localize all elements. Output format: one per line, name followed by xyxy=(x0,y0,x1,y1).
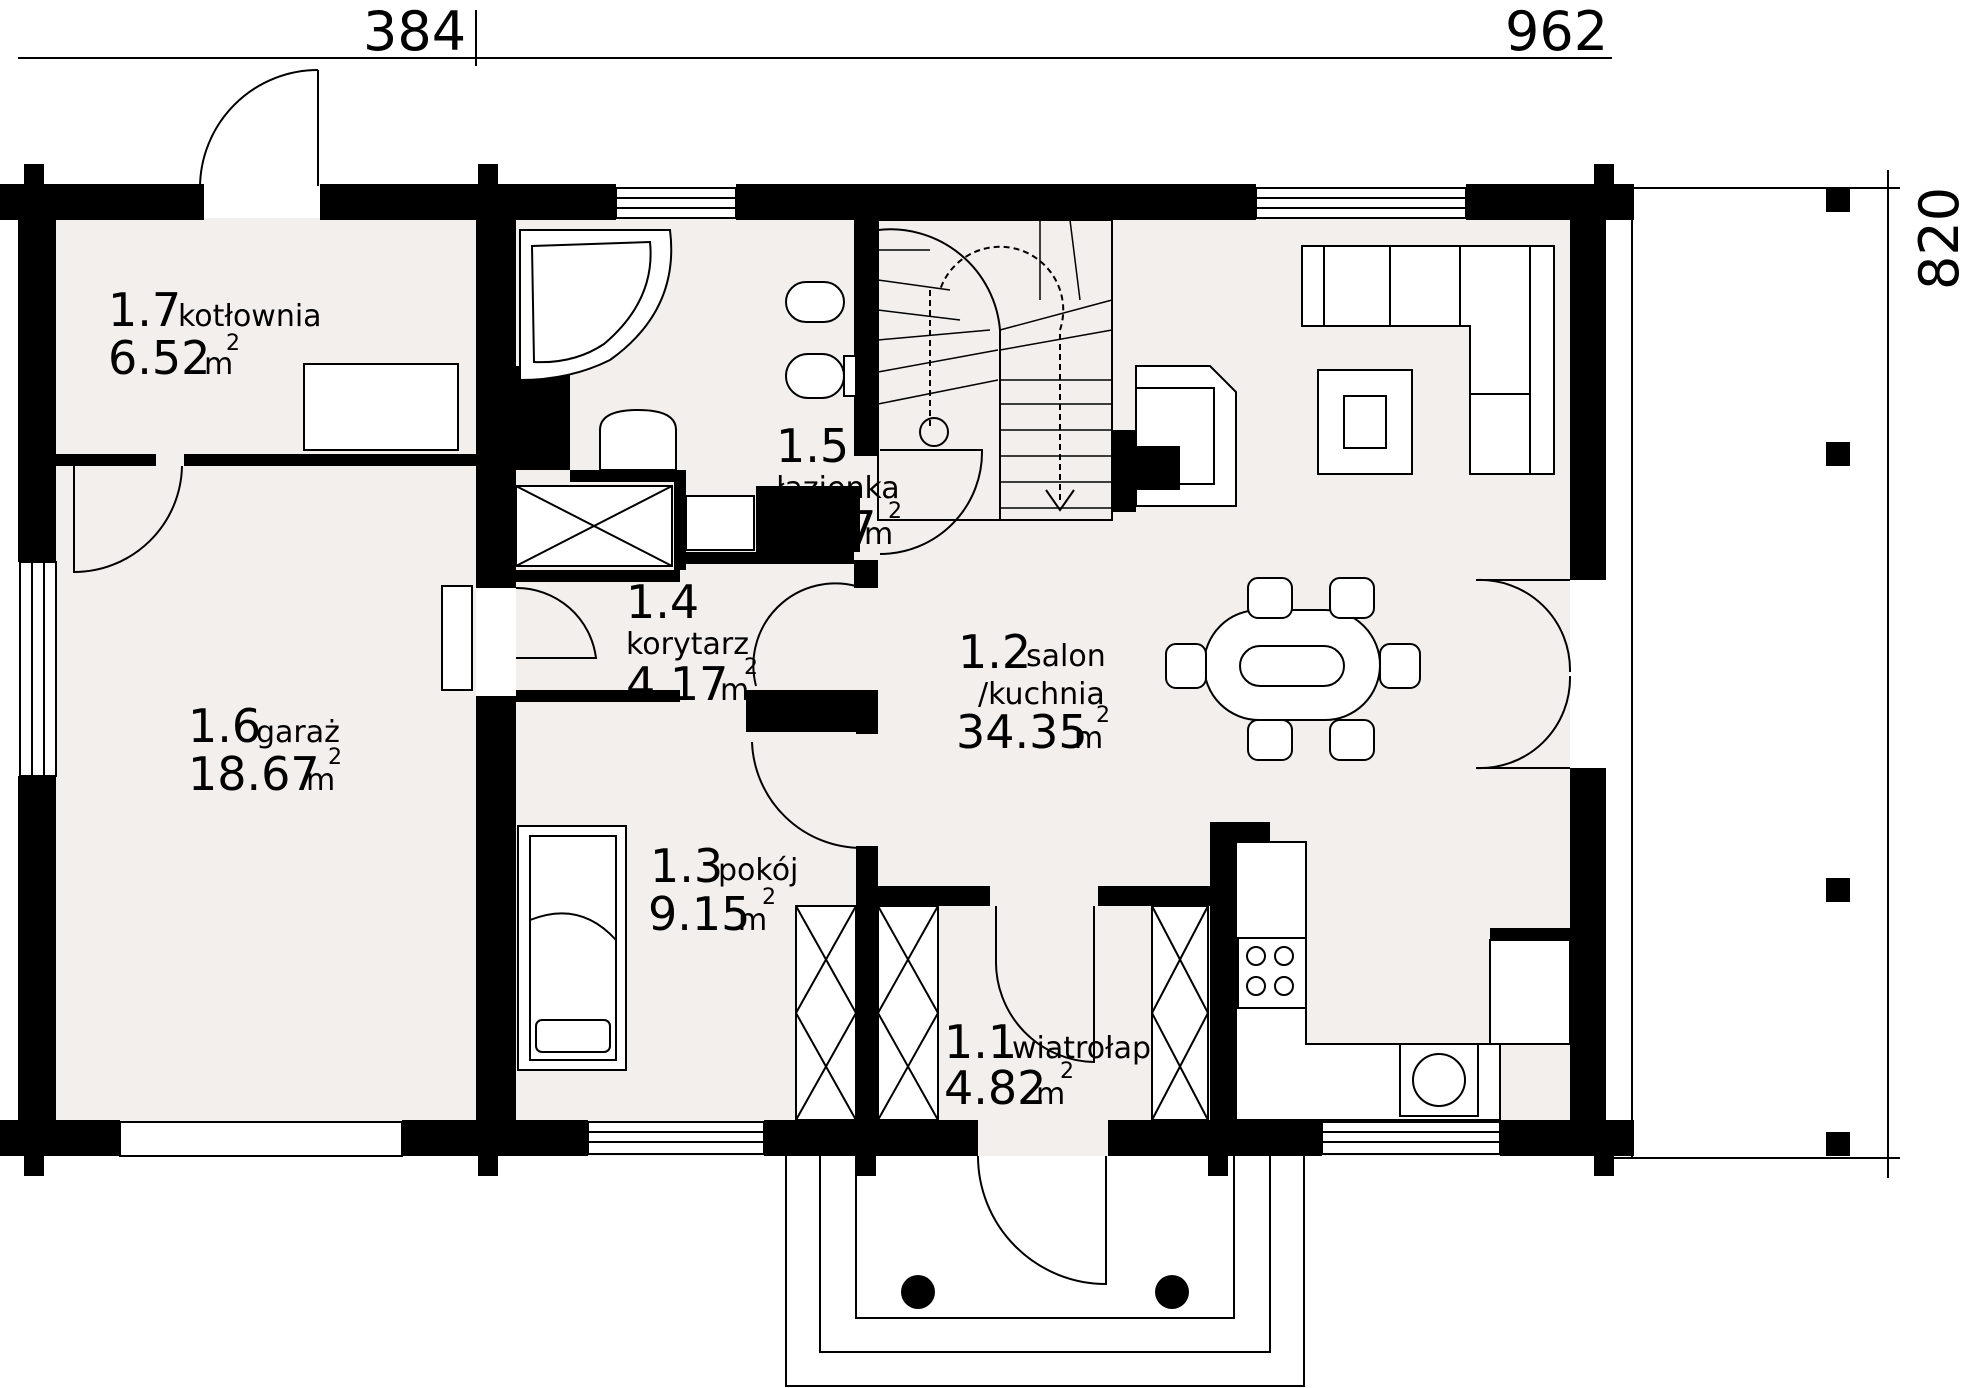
room-number: 1.2 xyxy=(958,625,1031,679)
room-name: pokój xyxy=(718,853,798,888)
room-unit: m xyxy=(864,517,893,552)
room-number: 1.1 xyxy=(944,1015,1017,1069)
room-label-1-4: 1.4 korytarz 4.17 m 2 xyxy=(626,575,758,711)
room-label-1-2: 1.2 salon /kuchnia 34.35 m 2 xyxy=(956,625,1110,759)
room-label-1-7: 1.7 kotłownia 6.52 m 2 xyxy=(108,283,322,385)
bathroom-fixtures xyxy=(515,229,857,567)
room-name: korytarz xyxy=(626,627,749,662)
room-unit: m xyxy=(1036,1077,1065,1112)
room-number: 1.6 xyxy=(188,699,261,753)
room-name-2: /kuchnia xyxy=(978,677,1105,712)
room-unit-exp: 2 xyxy=(1060,1059,1074,1084)
dim-top-left: 384 xyxy=(363,0,466,63)
doors xyxy=(73,69,1572,1286)
room-label-1-3: 1.3 pokój 9.15 m 2 xyxy=(648,839,798,941)
wardrobes xyxy=(795,905,1209,1121)
room-name: łazienka xyxy=(776,471,900,506)
room-name: salon xyxy=(1026,639,1106,674)
dim-top-right: 962 xyxy=(1505,0,1608,63)
boiler xyxy=(303,363,459,451)
room-unit-exp: 2 xyxy=(328,745,342,770)
living-furniture xyxy=(1135,245,1571,1121)
room-number: 1.7 xyxy=(108,283,181,337)
dimension-lines: 384 962 820 xyxy=(18,0,1967,1178)
column xyxy=(1155,1275,1189,1309)
room-area: 18.67 xyxy=(188,747,320,801)
room-unit: m xyxy=(720,673,749,708)
column xyxy=(901,1275,935,1309)
terrace xyxy=(1631,188,1850,1158)
room-name: garaż xyxy=(256,715,340,750)
room-area: 4.17 xyxy=(626,657,728,711)
room-unit-exp: 2 xyxy=(226,331,240,356)
porch xyxy=(785,1156,1305,1387)
room-number: 1.3 xyxy=(650,839,723,893)
windows xyxy=(19,187,1501,1157)
room-labels: 1.7 kotłownia 6.52 m 2 1.6 garaż 18.67 m… xyxy=(108,283,1151,1115)
room-number: 1.4 xyxy=(626,575,699,629)
room-unit-exp: 2 xyxy=(1096,703,1110,728)
room-unit: m xyxy=(738,903,767,938)
room-number: 1.5 xyxy=(776,419,849,473)
room-area: 6.57 xyxy=(774,501,876,555)
room-label-1-5: 1.5 łazienka 6.57 m 2 xyxy=(774,419,902,555)
room-unit-exp: 2 xyxy=(888,499,902,524)
room-area: 9.15 xyxy=(648,887,750,941)
room-unit-exp: 2 xyxy=(762,885,776,910)
room-unit: m xyxy=(306,763,335,798)
bed xyxy=(517,825,627,1071)
room-area: 6.52 xyxy=(108,331,210,385)
room-area: 4.82 xyxy=(944,1061,1046,1115)
room-name: wiatrołap xyxy=(1012,1031,1151,1066)
room-unit: m xyxy=(204,347,233,382)
room-label-1-6: 1.6 garaż 18.67 m 2 xyxy=(188,699,342,801)
dim-right: 820 xyxy=(1908,187,1967,290)
stairs xyxy=(877,219,1113,521)
room-label-1-1: 1.1 wiatrołap 4.82 m 2 xyxy=(944,1015,1151,1115)
room-unit-exp: 2 xyxy=(744,655,758,680)
room-area: 34.35 xyxy=(956,705,1088,759)
room-unit: m xyxy=(1074,721,1103,756)
room-name: kotłownia xyxy=(178,299,322,334)
